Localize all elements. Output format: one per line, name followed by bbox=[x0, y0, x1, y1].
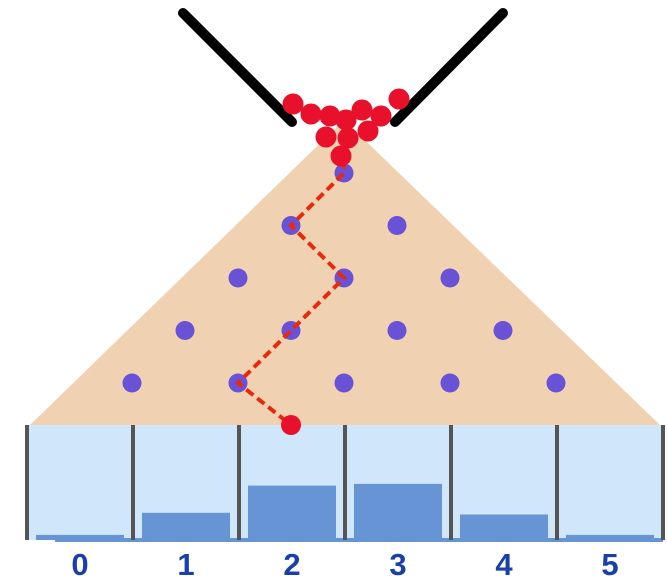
bin-dividers bbox=[25, 425, 665, 540]
ball-path bbox=[234, 160, 347, 427]
peg bbox=[175, 321, 195, 340]
peg-grid bbox=[122, 163, 566, 393]
ball bbox=[335, 109, 357, 131]
bin-label: 0 bbox=[71, 547, 88, 580]
peg bbox=[387, 321, 407, 340]
ball-pile bbox=[282, 88, 410, 167]
funnel-left-arm bbox=[178, 8, 297, 127]
bin-label: 4 bbox=[495, 547, 513, 580]
histogram-bars bbox=[36, 483, 654, 540]
ball bbox=[388, 88, 410, 110]
peg bbox=[440, 373, 460, 393]
ball bbox=[319, 105, 341, 127]
peg bbox=[334, 373, 354, 393]
peg bbox=[122, 373, 142, 393]
ball bbox=[300, 103, 322, 125]
peg bbox=[440, 268, 460, 288]
bin-label: 5 bbox=[601, 547, 618, 580]
ball bbox=[337, 127, 359, 149]
peg bbox=[228, 268, 248, 288]
ball bbox=[315, 126, 337, 148]
peg bbox=[387, 216, 407, 235]
bin-label: 3 bbox=[389, 547, 406, 580]
ball bbox=[370, 105, 392, 127]
histogram-bar bbox=[460, 514, 548, 540]
bin-labels: 0 1 2 3 4 5 bbox=[71, 547, 618, 580]
histogram-bar bbox=[354, 483, 442, 540]
ball bbox=[330, 145, 352, 167]
histogram-bar bbox=[566, 534, 654, 540]
peg bbox=[546, 373, 566, 393]
peg bbox=[493, 321, 513, 340]
histogram-bar bbox=[36, 534, 124, 540]
funnel-right-arm bbox=[390, 8, 508, 127]
falling-ball bbox=[281, 415, 301, 435]
histogram-bar bbox=[248, 485, 336, 540]
ball bbox=[282, 93, 304, 115]
ball bbox=[357, 120, 379, 142]
bin-label: 1 bbox=[177, 547, 194, 580]
bin-label: 2 bbox=[283, 547, 300, 580]
ball bbox=[351, 99, 373, 121]
histogram-bar bbox=[142, 512, 230, 540]
